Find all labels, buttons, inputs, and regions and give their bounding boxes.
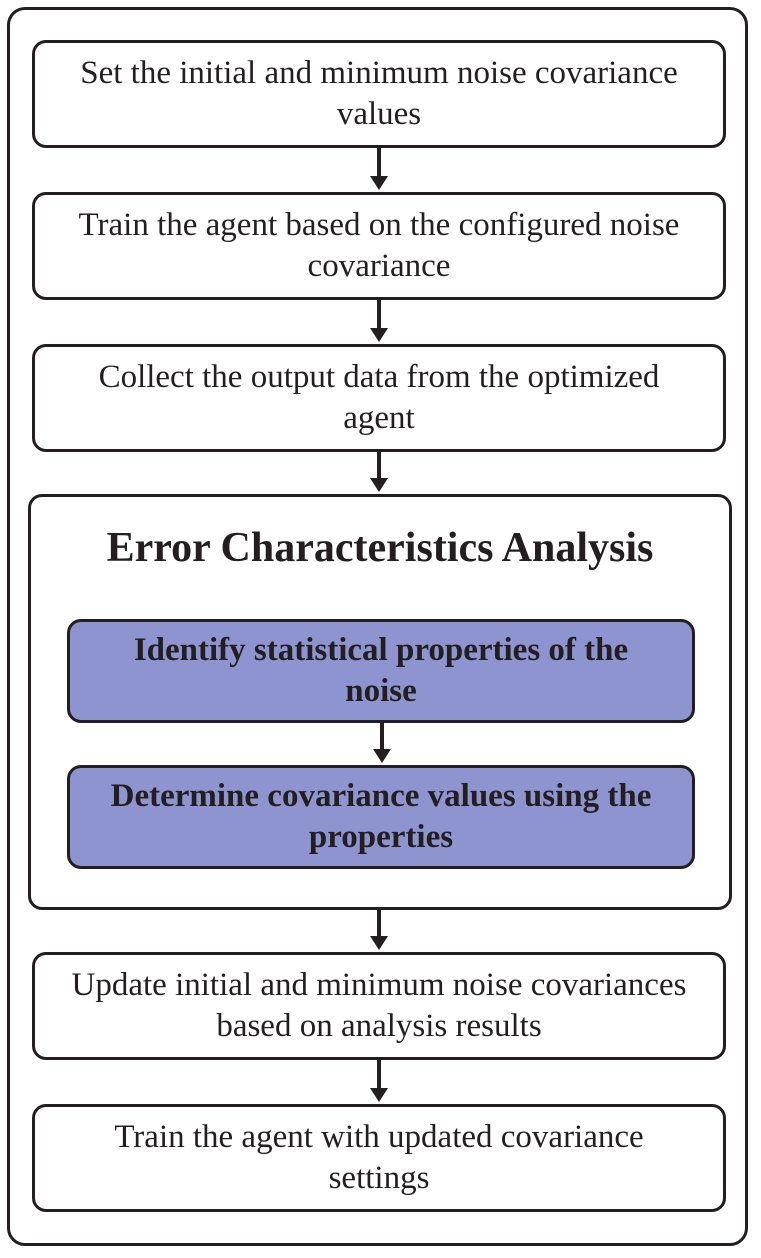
- flowchart-frame: [7, 7, 748, 1246]
- step-collect-output-data: Collect the output data from the optimiz…: [32, 344, 726, 452]
- step-update-covariances: Update initial and minimum noise covaria…: [32, 952, 726, 1060]
- sub-step-identify-properties: Identify statistical properties of the n…: [67, 619, 695, 723]
- sub-step-label: Determine covariance values using the pr…: [110, 777, 652, 855]
- step-train-agent-updated: Train the agent with updated covariance …: [32, 1104, 726, 1212]
- analysis-title: Error Characteristics Analysis: [106, 525, 654, 571]
- sub-step-label: Identify statistical properties of the n…: [133, 631, 629, 709]
- arrow-down-icon: [369, 300, 389, 344]
- arrow-down-icon: [369, 910, 389, 952]
- step-label: Collect the output data from the optimiz…: [98, 358, 660, 436]
- arrow-down-icon: [369, 148, 389, 192]
- step-label: Train the agent with updated covariance …: [114, 1118, 644, 1196]
- step-train-agent: Train the agent based on the configured …: [32, 192, 726, 300]
- arrow-down-icon: [372, 723, 392, 765]
- sub-step-determine-covariance: Determine covariance values using the pr…: [67, 765, 695, 869]
- arrow-down-icon: [369, 1060, 389, 1104]
- step-label: Set the initial and minimum noise covari…: [80, 54, 678, 132]
- arrow-down-icon: [369, 452, 389, 494]
- step-label: Train the agent based on the configured …: [78, 206, 680, 284]
- step-label: Update initial and minimum noise covaria…: [71, 966, 687, 1044]
- step-set-initial-covariance: Set the initial and minimum noise covari…: [32, 40, 726, 148]
- error-analysis-group: Error Characteristics Analysis Identify …: [28, 494, 732, 910]
